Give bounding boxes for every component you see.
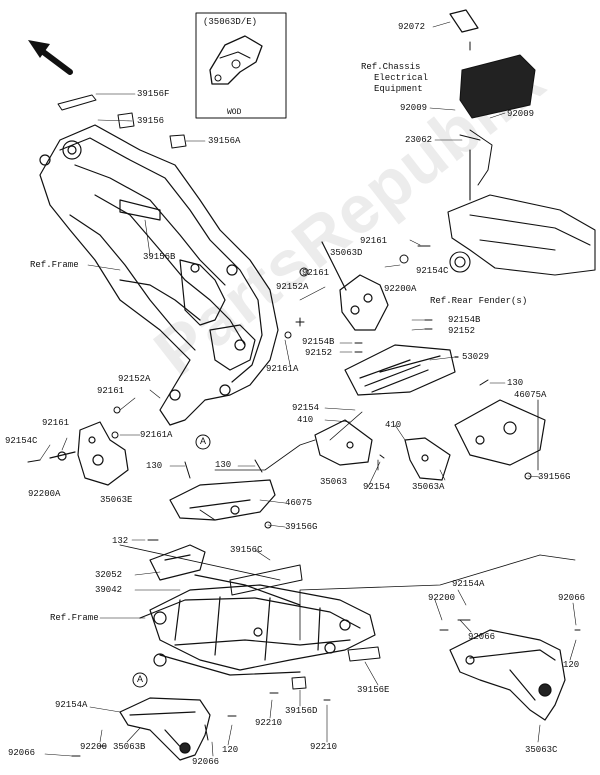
part-label: 92161 [97, 386, 125, 396]
part-label: 120 [222, 745, 239, 755]
ref-point-a-icon [132, 672, 148, 688]
battery-box [449, 9, 536, 186]
part-label: 92154B [448, 315, 481, 325]
strap-32052 [149, 544, 206, 581]
inset-caption: WOD [227, 108, 242, 117]
bracket-46075A [454, 399, 546, 466]
part-label: 92154 [363, 482, 391, 492]
panel-46075 [169, 479, 276, 521]
leader-lines [39, 21, 577, 757]
front-direction-arrow-icon [28, 40, 73, 75]
part-label: 410 [385, 420, 402, 430]
part-label: 410 [297, 415, 314, 425]
part-label: 92152 [448, 326, 476, 336]
part-label: 92066 [8, 748, 36, 758]
part-label: Ref.Frame [30, 260, 79, 270]
part-label: 92154A [452, 579, 485, 589]
part-label: 92152A [118, 374, 151, 384]
footrest-bracket-35063E [49, 421, 129, 486]
part-label: 92066 [192, 757, 220, 767]
part-label: 35063 [320, 477, 348, 487]
part-label: Ref.Chassis [361, 62, 421, 72]
part-label: Electrical [374, 73, 429, 83]
ref-point-a-label: A [200, 436, 207, 446]
inset-box [195, 12, 287, 119]
part-label: 39042 [95, 585, 123, 595]
main-frame [39, 124, 279, 426]
part-label: 39156E [357, 685, 390, 695]
part-label: 130 [507, 378, 524, 388]
part-label: 92200A [384, 284, 417, 294]
part-label: 92154 [292, 403, 320, 413]
rear-bracket-35063C [449, 629, 566, 721]
ref-point-a-label: A [137, 674, 144, 684]
sub-frame [139, 574, 376, 676]
part-label: 39156 [137, 116, 165, 126]
callout-lines [119, 399, 576, 641]
part-label: 39156G [538, 472, 571, 482]
part-label: 92200 [80, 742, 108, 752]
part-label: 120 [563, 660, 580, 670]
part-label: 92161 [42, 418, 70, 428]
part-label: 92154B [302, 337, 335, 347]
part-label: 35063A [412, 482, 445, 492]
part-label: 92200 [428, 593, 456, 603]
bolts [27, 245, 581, 757]
inset-code: (35063D/E) [203, 17, 258, 27]
part-label: 130 [215, 460, 232, 470]
part-label: 46075 [285, 498, 313, 508]
part-label: 39156D [285, 706, 318, 716]
pads-lower [229, 564, 381, 690]
part-label: 35063C [525, 745, 558, 755]
footrest-bracket-35063D [321, 241, 389, 331]
part-label: 92009 [400, 103, 428, 113]
part-label: 132 [112, 536, 129, 546]
part-label: 92200A [28, 489, 61, 499]
rear-fender-tray [447, 149, 596, 276]
part-label: 35063D [330, 248, 363, 258]
step-brackets [314, 419, 451, 481]
part-label: 46075A [514, 390, 547, 400]
part-label: 39156G [285, 522, 318, 532]
part-label: 92154C [5, 436, 38, 446]
part-label: 39156B [143, 252, 176, 262]
part-label: 92154A [55, 700, 88, 710]
part-label: 92066 [558, 593, 586, 603]
part-label: 92009 [507, 109, 535, 119]
part-label: 35063E [100, 495, 133, 505]
ref-point-a-icon [195, 434, 211, 450]
part-label: 39156C [230, 545, 263, 555]
part-label: 92210 [310, 742, 338, 752]
pads-top [57, 94, 187, 149]
part-label: 39156A [208, 136, 241, 146]
part-label: Ref.Frame [50, 613, 99, 623]
part-label: 32052 [95, 570, 123, 580]
part-label: 39156F [137, 89, 170, 99]
part-label: 92161A [266, 364, 299, 374]
part-label: 92154C [416, 266, 449, 276]
ref-rear-fender-icon [449, 251, 471, 273]
part-label: 92210 [255, 718, 283, 728]
part-label: Ref.Rear Fender(s) [430, 296, 528, 306]
rear-bracket-35063B [119, 697, 211, 761]
part-label: 92152 [305, 348, 333, 358]
part-label: 92066 [468, 632, 496, 642]
part-label: 35063B [113, 742, 146, 752]
part-label: 92161A [140, 430, 173, 440]
skid-plate-53029 [344, 344, 459, 396]
part-label: 92161 [302, 268, 330, 278]
part-label: 92152A [276, 282, 309, 292]
part-label: 53029 [462, 352, 490, 362]
part-label: 23062 [405, 135, 433, 145]
part-label: 92072 [398, 22, 426, 32]
part-label: 92161 [360, 236, 388, 246]
part-label: 130 [146, 461, 163, 471]
part-label: Equipment [374, 84, 423, 94]
